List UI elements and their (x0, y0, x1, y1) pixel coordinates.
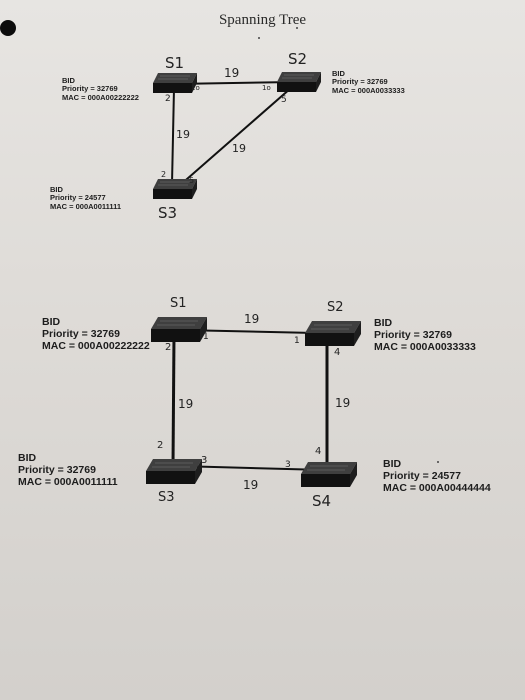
bid-priority: Priority = 24577 (383, 469, 461, 482)
bid-priority: Priority = 32769 (42, 327, 120, 340)
bid-mac: MAC = 000A0033333 (374, 340, 476, 353)
bid-heading: BID (18, 452, 37, 464)
link-cost-s1-s3: 19 (176, 128, 190, 141)
switch-icon (277, 72, 321, 92)
port-s3-to-s1: 2 (161, 170, 167, 179)
bid-label-s2: BID Priority = 32769 MAC = 000A0033333 (374, 317, 476, 353)
link-s1-s3 (171, 334, 176, 467)
speck (296, 27, 298, 29)
bid-label-s1: BID Priority = 32769 MAC = 000A00222222 (62, 76, 139, 102)
bid-mac: MAC = 000A0033333 (332, 85, 405, 95)
bid-mac: MAC = 000A0011111 (18, 475, 118, 488)
bid-label-s3: BID Priority = 24577 MAC = 000A0011111 (50, 185, 122, 211)
bid-label-s2: BID Priority = 32769 MAC = 000A0033333 (332, 69, 405, 95)
switch-icon (146, 459, 202, 484)
link-cost-s1-s2: 19 (224, 66, 240, 80)
port-s3-to-s1: 2 (157, 440, 164, 451)
link-s1-s3 (171, 87, 175, 185)
speck (437, 461, 439, 463)
bid-heading: BID (383, 458, 402, 470)
bid-label-s1: BID Priority = 32769 MAC = 000A00222222 (42, 316, 150, 352)
bid-label-s4: BID Priority = 24577 MAC = 000A00444444 (383, 458, 491, 494)
bid-priority: Priority = 32769 (374, 328, 452, 341)
port-s1-to-s2: 1 (203, 332, 209, 342)
bid-heading: BID (332, 69, 345, 78)
port-s1-to-s2: 1o (191, 84, 200, 92)
page-title: Spanning Tree (218, 12, 307, 28)
switch-name-s3: S3 (158, 204, 178, 222)
port-s2-to-s1: 1 (294, 336, 300, 346)
link-s2-s3 (178, 87, 292, 187)
switch-name-s3: S3 (158, 490, 175, 505)
port-s1-to-s3: 2 (165, 342, 172, 353)
speck (258, 37, 260, 39)
bid-heading: BID (374, 317, 393, 329)
switch-icon (151, 317, 207, 342)
port-s1-to-s3: 2 (165, 94, 171, 104)
bid-mac: MAC = 000A00222222 (42, 339, 150, 352)
port-s3-to-s2: 5 (189, 176, 195, 185)
link-cost-s1-s3: 19 (178, 397, 194, 411)
bid-label-s3: BID Priority = 32769 MAC = 000A0011111 (18, 452, 118, 488)
port-s3-to-s4: 3 (201, 455, 208, 466)
switch-name-s1: S1 (170, 296, 187, 311)
bid-heading: BID (42, 316, 61, 328)
bid-mac: MAC = 000A00444444 (383, 481, 491, 494)
port-s2-to-s1: 1o (262, 84, 271, 92)
port-s2-to-s4: 4 (334, 347, 341, 358)
bid-mac: MAC = 000A00222222 (62, 92, 139, 102)
port-s4-to-s2: 4 (315, 446, 322, 457)
link-s3-s4 (177, 465, 326, 471)
bid-priority: Priority = 32769 (62, 84, 118, 94)
bid-priority: Priority = 24577 (50, 193, 106, 203)
link-cost-s2-s3: 19 (232, 142, 246, 155)
switch-icon (301, 462, 357, 487)
link-cost-s3-s4: 19 (243, 478, 259, 492)
bid-heading: BID (62, 76, 75, 85)
link-cost-s2-s4: 19 (335, 396, 351, 410)
port-s4-to-s3: 3 (285, 460, 291, 470)
bid-mac: MAC = 000A0011111 (50, 201, 122, 211)
bid-priority: Priority = 32769 (18, 463, 96, 476)
switch-icon (305, 321, 361, 346)
switch-name-s1: S1 (165, 54, 185, 72)
switch-icon (153, 73, 197, 93)
port-s2-to-s3: 5 (281, 95, 287, 105)
link-cost-s1-s2: 19 (244, 312, 260, 326)
switch-icon (153, 179, 197, 199)
switch-name-s2: S2 (327, 300, 344, 315)
bid-heading: BID (50, 185, 63, 194)
punch-hole (0, 20, 16, 36)
switch-name-s4: S4 (312, 492, 332, 510)
bid-priority: Priority = 32769 (332, 77, 388, 87)
switch-name-s2: S2 (288, 50, 308, 68)
